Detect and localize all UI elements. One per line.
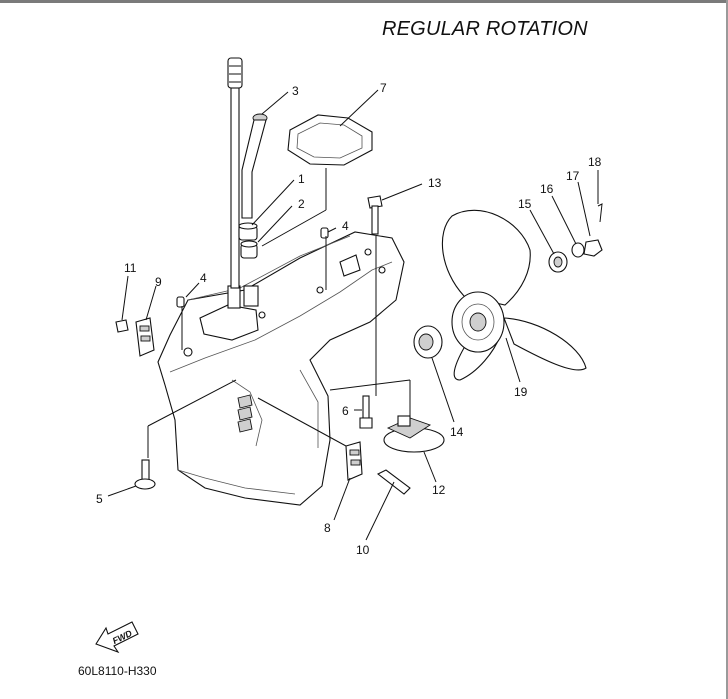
callout-labels: 1 2 3 4 4 5 6 7 8 9 10 11 12 13 14 15 16… [96,81,602,557]
trim-tab [383,415,445,453]
propeller [441,209,587,381]
diagram-title: REGULAR ROTATION [382,18,588,40]
bolt-13 [367,195,383,235]
grommets [238,222,258,259]
callout-4b: 4 [200,271,207,285]
right-border [726,0,728,699]
anodes [115,317,363,481]
lower-casing [157,231,405,506]
fwd-arrow-icon: FWD [95,621,139,654]
callout-2: 2 [298,197,305,211]
callout-12: 12 [432,483,446,497]
gasket [287,114,373,166]
callout-17: 17 [566,169,580,183]
callout-13: 13 [428,176,442,190]
callout-10: 10 [356,543,370,557]
callout-1: 1 [298,172,305,186]
callout-11: 11 [124,261,137,275]
leader-lines [107,89,599,541]
callout-14: 14 [450,425,464,439]
callout-5: 5 [96,492,103,506]
callout-3: 3 [292,84,299,98]
callout-16: 16 [540,182,554,196]
dowel-pins [176,227,329,308]
callout-9: 9 [155,275,162,289]
callout-19: 19 [514,385,528,399]
callout-18: 18 [588,155,602,169]
thrust-washer [413,325,443,359]
callout-8: 8 [324,521,331,535]
water-tube [241,113,268,219]
callout-15: 15 [518,197,532,211]
bolt-6 [359,395,373,429]
callout-7: 7 [380,81,387,95]
callout-6: 6 [342,404,349,418]
drawing-code: 60L8110-H330 [78,664,157,678]
top-border [0,0,728,3]
bolt-5 [134,459,156,490]
prop-hardware [548,203,603,273]
drive-shaft [227,57,243,289]
callout-4a: 4 [342,219,349,233]
